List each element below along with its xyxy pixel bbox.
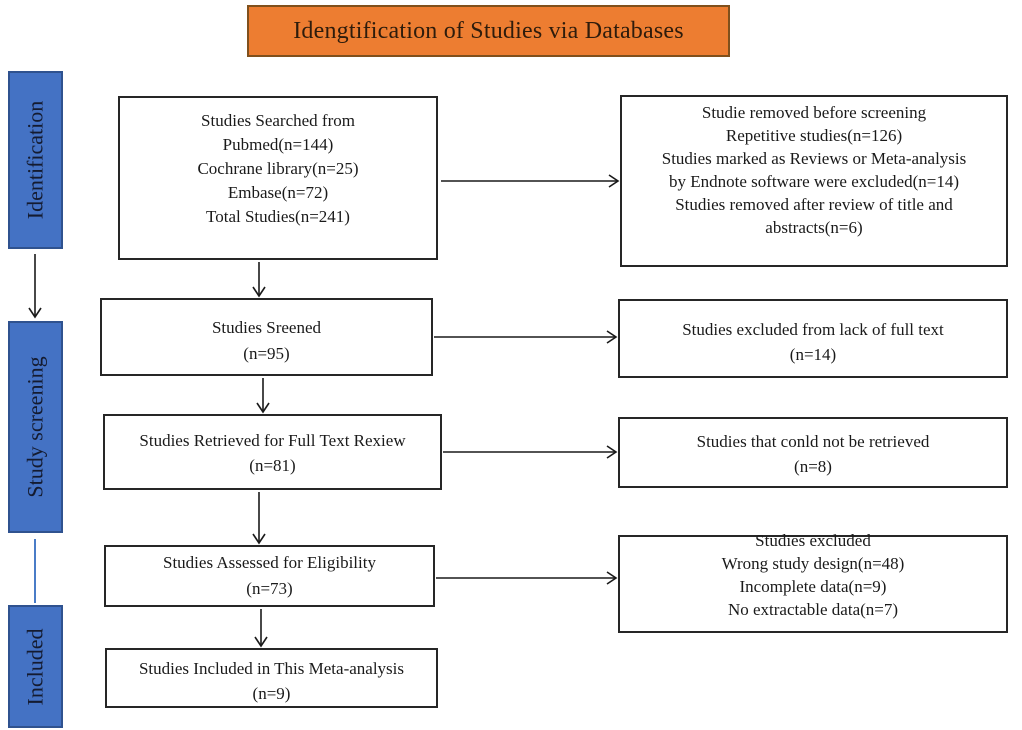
text-line: (n=73): [246, 579, 293, 598]
stage-label-identification: Identification: [22, 100, 48, 220]
title-banner: Idengtification of Studies via Databases: [247, 5, 730, 57]
text-line: Studie removed before screening: [701, 103, 927, 122]
stage-box-identification: Identification: [8, 71, 63, 249]
text-line: Studies that conld not be retrieved: [696, 432, 930, 451]
arrow-assessed-to-included: [254, 609, 268, 648]
arrow-retrieved-to-assessed: [252, 492, 266, 545]
flow-box-excluded-eligibility: Studies excluded Wrong study design(n=48…: [618, 531, 1008, 633]
arrow-searched-to-removed: [441, 174, 620, 188]
text-line: Studies marked as Reviews or Meta-analys…: [661, 149, 967, 168]
text-line: Total Studies(n=241): [206, 207, 350, 226]
arrow-identification-to-screening: [28, 254, 42, 319]
text-line: abstracts(n=6): [765, 218, 863, 237]
title-text: Idengtification of Studies via Databases: [293, 17, 684, 44]
arrow-searched-to-screened: [252, 262, 266, 298]
text-line: (n=8): [794, 457, 832, 476]
text-line: (n=95): [243, 344, 290, 363]
flow-box-studies-screened: Studies Sreened (n=95): [100, 298, 433, 376]
text-line: Pubmed(n=144): [222, 135, 334, 154]
text-line: Studies Assessed for Eligibility: [163, 553, 376, 572]
stage-label-study-screening: Study screening: [22, 356, 48, 498]
text-line: Studies Searched from: [201, 111, 355, 130]
text-line: (n=9): [252, 684, 291, 703]
text-line: Repetitive studies(n=126): [725, 126, 903, 145]
stage-box-included: Included: [8, 605, 63, 728]
text-line: No extractable data(n=7): [727, 600, 899, 619]
text-line: Studies excluded from lack of full text: [682, 320, 944, 339]
arrow-screened-to-retrieved: [256, 378, 270, 414]
text-line: Studies Sreened: [211, 318, 322, 337]
arrow-retrieved-to-notretrieved: [443, 445, 618, 459]
text-line: Cochrane library(n=25): [197, 159, 359, 178]
stage-box-study-screening: Study screening: [8, 321, 63, 533]
text-line: Studies removed after review of title an…: [675, 195, 953, 214]
flow-box-excluded-no-fulltext: Studies excluded from lack of full text …: [618, 299, 1008, 378]
stage-label-included: Included: [22, 628, 48, 705]
text-line: Incomplete data(n=9): [739, 577, 887, 596]
flow-box-studies-included: Studies Included in This Meta-analysis (…: [105, 648, 438, 708]
text-line: (n=81): [249, 456, 296, 475]
text-line: by Endnote software were excluded(n=14): [669, 172, 959, 191]
text-line: Studies Retrieved for Full Text Rexiew: [139, 431, 406, 450]
flow-box-not-retrieved: Studies that conld not be retrieved (n=8…: [618, 417, 1008, 488]
text-line: Studies excluded: [755, 531, 871, 550]
arrow-assessed-to-excluded: [436, 571, 618, 585]
flow-box-studies-retrieved: Studies Retrieved for Full Text Rexiew (…: [103, 414, 442, 490]
text-line: Wrong study design(n=48): [721, 554, 905, 573]
arrow-screened-to-nofulltext: [434, 330, 618, 344]
text-line: (n=14): [789, 345, 837, 364]
flow-box-studies-assessed: Studies Assessed for Eligibility (n=73): [104, 545, 435, 607]
flow-box-studies-searched: Studies Searched from Pubmed(n=144) Coch…: [118, 96, 438, 260]
text-line: Studies Included in This Meta-analysis: [138, 659, 405, 678]
flow-box-removed-before-screening: Studie removed before screening Repetiti…: [620, 95, 1008, 267]
text-line: Embase(n=72): [227, 183, 329, 202]
